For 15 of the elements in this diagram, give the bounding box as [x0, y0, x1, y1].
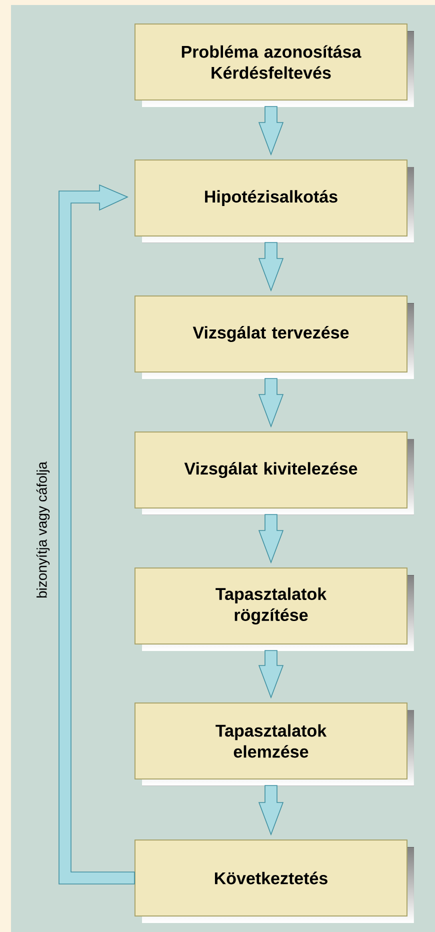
process-box: Probléma azonosítása Kérdésfeltevés	[134, 24, 414, 108]
arrow	[258, 242, 284, 292]
arrow	[258, 514, 284, 564]
process-box: Következtetés	[134, 840, 414, 923]
process-box: Hipotézisalkotás	[134, 160, 414, 243]
process-box: Tapasztalatok rögzítése	[134, 568, 414, 651]
arrow	[258, 650, 284, 699]
arrow	[58, 184, 135, 884]
arrow	[258, 106, 284, 156]
process-box: Vizsgálat kivitelezése	[134, 432, 414, 515]
process-box: Vizsgálat tervezése	[134, 296, 414, 379]
edge-label: bizonyítja vagy cáfolja	[35, 460, 51, 600]
arrow	[258, 785, 284, 836]
process-box: Tapasztalatok elemzése	[134, 702, 414, 786]
arrow	[258, 378, 284, 428]
